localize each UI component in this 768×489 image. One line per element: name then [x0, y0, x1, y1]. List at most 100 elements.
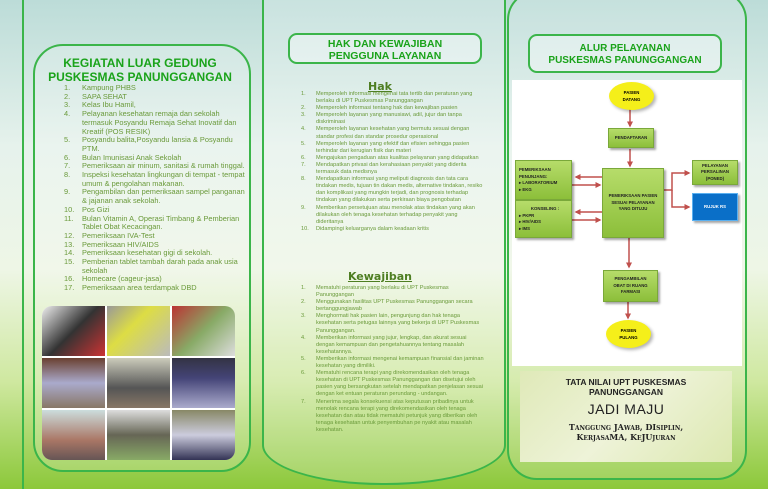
item-text: Pemberian tablet tambah darah pada anak … — [82, 257, 238, 275]
list-item: 3.Memperoleh layanan yang manusiawi, adi… — [296, 112, 486, 126]
item-number: 11. — [64, 213, 74, 223]
item-text: Homecare (cageur-jasa) — [82, 274, 162, 284]
item-number: 1. — [301, 91, 306, 97]
item-text: Pengambilan dan pemeriksaan sampel panga… — [82, 187, 245, 206]
item-text: Pemeriksaan area terdampak DBD — [82, 283, 197, 293]
list-item: 5. Memperoleh layanan yang efektif dan ef… — [296, 141, 486, 155]
list-item: 7.Mendapatkan privasi dan kerahasiaan pe… — [296, 162, 486, 176]
item-number: 4. — [301, 126, 306, 133]
item-text: Mendapatkan privasi dan kerahasiaan peny… — [316, 161, 467, 176]
item-number: 7. — [64, 161, 71, 171]
item-number: 15. — [64, 257, 75, 267]
list-item: 8. Inspeksi kesehatan lingkungan di tempa… — [58, 170, 248, 188]
photo-grid — [42, 306, 235, 460]
list-item: 10.Pos Gizi — [58, 204, 248, 215]
arrow — [663, 170, 691, 191]
decorative-line — [22, 0, 24, 489]
list-item: 17.Pemeriksaan area terdampak DBD — [58, 283, 248, 293]
item-text: Pemeriksaan HIV/AIDS — [82, 239, 159, 249]
item-text: Memperoleh layanan yang efektif dan efis… — [316, 140, 470, 154]
list-item: 3.Kelas Ibu Hamil, — [58, 101, 248, 110]
list-item: 6.Mematuhi rencana terapi yang direkomen… — [296, 370, 486, 398]
list-item: 9.Pengambilan dan pemeriksaan sampel pan… — [58, 187, 248, 206]
item-number: 8. — [301, 176, 306, 183]
item-number: 13. — [64, 239, 75, 249]
activity-photo — [172, 410, 235, 460]
item-text: Memperoleh informasi mengenai tata terti… — [316, 91, 473, 105]
list-item: 7. Pemeriksaan air minum, sanitasi & ruma… — [58, 162, 248, 171]
item-text: Pelayanan kesehatan remaja dan sekolah t… — [82, 109, 237, 136]
item-number: 1. — [64, 83, 71, 92]
activity-photo — [42, 358, 105, 408]
item-number: 2. — [64, 91, 71, 101]
item-number: 14. — [64, 248, 75, 258]
core-values-box: TATA NILAI UPT PUSKESMAS PANUNGGANGAN JA… — [520, 371, 732, 462]
item-text: Kampung PHBS — [82, 83, 136, 92]
item-number: 3. — [301, 112, 306, 119]
item-number: 2. — [301, 299, 306, 306]
item-text: Pemeriksaan air minum, sanitasi & rumah … — [82, 161, 245, 171]
list-item: 3. Menghormati hak pasien lain, pengunjun… — [296, 313, 486, 334]
list-item: 4. Memperoleh layanan kesehatan yang berm… — [296, 126, 486, 140]
item-text: Mendapatkan informasi yang meliputi diag… — [316, 176, 483, 204]
motto: JADI MAJU — [587, 401, 665, 417]
item-text: Menerima segala konsekuensi atas keputus… — [316, 398, 478, 433]
item-number: 4. — [64, 109, 71, 119]
item-text: Memberikan informasi mengenai kemampuan … — [316, 355, 484, 370]
item-number: 1. — [301, 285, 306, 291]
list-item: 11. Bulan Vitamin A, Operasi Timbang & Pe… — [58, 213, 248, 232]
list-item: 9.Memberikan persetujuan atau menolak at… — [296, 205, 486, 226]
list-item: 15. Pemberian tablet tambah darah pada an… — [58, 257, 248, 275]
item-text: Mematuhi rencana terapi yang direkomenda… — [316, 370, 484, 398]
item-text: Menghormati hak pasien lain, pengunjung … — [316, 313, 480, 334]
item-number: 6. — [301, 154, 306, 161]
activity-photo — [42, 306, 105, 356]
list-item: 1. Mematuhi peraturan yang berlaku di UPT… — [296, 285, 486, 299]
item-text: Inspeksi kesehatan lingkungan di tempat … — [82, 170, 245, 188]
item-number: 10. — [64, 204, 75, 214]
item-number: 5. — [64, 135, 71, 145]
activity-photo — [42, 410, 105, 460]
item-number: 2. — [301, 105, 306, 112]
item-text: Bulan Imunisasi Anak Sekolah — [82, 152, 182, 162]
rights-list: 1. Memperoleh informasi mengenai tata ter… — [296, 91, 486, 233]
activity-photo — [107, 306, 170, 356]
item-text: Kelas Ibu Hamil, — [82, 100, 136, 110]
list-item: 2.Menggunakan fasilitas UPT Puskesmas Pa… — [296, 299, 486, 313]
item-number: 4. — [301, 334, 306, 341]
list-item: 16. Homecare (cageur-jasa) — [58, 275, 248, 284]
middle-panel — [262, 0, 506, 485]
list-item: 4. Pelayanan kesehatan remaja dan sekolah… — [58, 109, 248, 136]
item-text: Pemeriksaan kesehatan gigi di sekolah. — [82, 248, 213, 258]
item-text: Bulan Vitamin A, Operasi Timbang & Pembe… — [82, 213, 240, 232]
item-number: 5. — [301, 140, 306, 147]
item-number: 7. — [301, 398, 306, 405]
item-text: Memberikan informasi yang jujur, lengkap… — [316, 334, 467, 355]
item-number: 3. — [301, 313, 306, 320]
obligations-heading: Kewajiban — [347, 270, 413, 283]
item-number: 8. — [64, 170, 71, 180]
activity-photo — [172, 306, 235, 356]
rights-heading: Hak — [368, 80, 392, 93]
list-item: 10.Didampingi keluarganya dalam keadaan … — [296, 226, 486, 233]
item-number: 16. — [64, 274, 75, 284]
counseling-node: KONSELING :▸ PKPR▸ HIV/AIDS▸ IMS — [515, 200, 572, 238]
item-text: Posyandu balita,Posyandu lansia & Posyan… — [82, 135, 233, 153]
item-number: 12. — [64, 230, 75, 240]
item-text: Pemeriksaan IVA-Test — [82, 230, 155, 240]
list-item: 12. Pemeriksaan IVA-Test — [58, 230, 248, 241]
item-text: Mematuhi peraturan yang berlaku di UPT P… — [316, 285, 449, 299]
registration-node: PENDAFTARAN — [608, 128, 654, 148]
list-item: 13. Pemeriksaan HIV/AIDS — [58, 239, 248, 250]
item-text: Memperoleh layanan kesehatan yang bermut… — [316, 126, 470, 140]
